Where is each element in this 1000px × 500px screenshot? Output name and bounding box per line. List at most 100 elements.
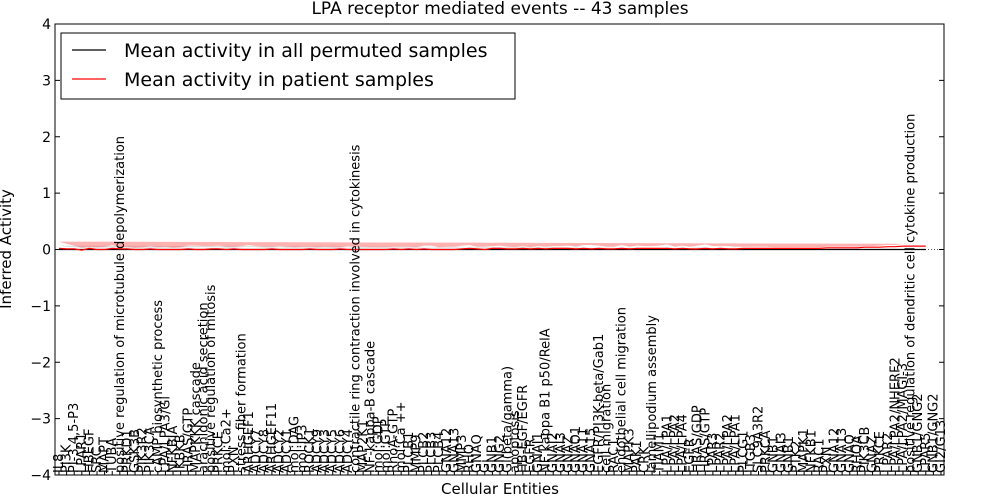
x-tick-label: GI2/G13 [934,420,949,473]
x-tick-label: mol:GDP [371,416,386,473]
x-tick-label: HRAS/GTP [181,408,196,473]
x-tick-label: GNAI3 [774,432,789,473]
x-tick-label: ADCY2 [273,429,288,473]
x-tick-label: LPA/LPA2/MAGI-3 [896,363,911,473]
x-tick-label: GNA12 [828,428,843,473]
x-tick-label: positive regulation of mitosis [204,284,219,473]
x-tick-label: ARHGEF11 [265,403,280,473]
x-tick-label: LPA/LPA4 [676,414,691,473]
x-tick-label: NFKB1 [805,430,820,473]
x-tick-label: EGFR/PI3K-beta/Gab1 [592,334,607,473]
x-tick-label: PRKCA [759,430,774,473]
x-tick-label: MAPT [98,437,113,473]
legend-label-patient: Mean activity in patient samples [124,69,434,91]
x-tick-label: PLCG1 [736,430,751,473]
x-tick-label: HRAS/GTP [698,408,713,473]
x-tick-label: PIK3CB [858,427,873,473]
x-tick-label: LPA/LPA2 [668,414,683,473]
x-tick-label: PI3K [60,444,75,473]
x-tick-label: stress fiber formation [235,333,250,473]
x-tick-label: GNA11 [577,428,592,473]
series-line-patient [58,245,926,251]
x-tick-label: positive regulation of dendritic cell cy… [904,114,919,473]
x-tick-label: ITGB3 [744,434,759,473]
x-tick-label: ARHGEF1 [242,411,257,473]
x-tick-label: LPAR1 [75,433,90,473]
x-tick-label: mol:Ca2+ [219,408,234,473]
x-tick-label: GNA15 [584,428,599,473]
x-tick-label: GNAI1 [531,432,546,473]
x-tick-label: PLCB2 [417,432,432,473]
y-tick-label: 2 [42,130,51,146]
x-tick-label: GNAI3 [554,432,569,473]
x-tick-label: GNG2 [493,435,508,473]
x-tick-label: GNAQ [843,434,858,473]
x-tick-label: GNAZ [561,435,576,473]
x-tick-label: arachidonic acid secretion [197,302,212,473]
x-tick-label: LPA/LPA2/NHERF2 [888,357,903,473]
x-tick-label: MAPK3 [622,428,637,473]
x-tick-label: TUBA [105,438,120,474]
x-tick-label: GNB1/GNG2 [911,393,926,473]
x-tick-label: PLCB1 [402,432,417,473]
x-tick-label: ADCY7 [250,429,265,473]
x-tick-label: PRKCE [873,431,888,473]
x-tick-label: cAMP biosynthetic process [151,300,166,473]
x-tick-label: RAC1 [607,438,622,473]
x-tick-label: PRKCE [212,431,227,473]
x-tick-label: Gi [478,459,493,473]
x-tick-label: PRKD1 [120,429,135,473]
legend-box [60,32,516,100]
x-tick-label: ADCY6 [333,429,348,473]
x-tick-label: LPA/LPA1 [729,414,744,473]
x-tick-label: mol:DAG [288,416,303,473]
x-tick-label: ADCY3 [318,429,333,473]
x-tick-label: RAC1 [812,438,827,473]
x-tick-label: Gi(beta/gamma) [501,366,516,473]
x-tick-label: SRC [90,447,105,473]
x-tick-label: GNB1/GNG2 [926,393,941,473]
x-tick-label: lamellipodium assembly [645,315,660,473]
x-tick-label: PI-3,4,5-P3 [67,403,82,473]
x-tick-label: PXN [227,447,242,473]
y-axis-label: Inferred Activity [0,189,15,309]
x-tick-label: IL8 [52,454,67,473]
x-tick-label: mol:IP3 [295,424,310,473]
x-tick-label: MMP3 [455,434,470,473]
x-tick-label: endothelial cell migration [615,307,630,473]
x-tick-label: positive regulation of microtubule depol… [113,136,128,473]
x-tick-label: GNB1 [782,436,797,473]
x-tick-label: mol:GTP [379,419,394,473]
x-tick-label: ROCK1 [303,428,318,473]
x-tick-label: GNA12 [440,428,455,473]
x-axis: IL8PI3KPI-3,4,5-P3LPAR1HBEGFSRCMAPTTUBAp… [52,114,949,475]
x-tick-label: GNAQ [470,434,485,473]
x-tick-label: EGFR [523,438,538,473]
x-tick-label: ADCY9 [311,429,326,473]
legend: Mean activity in all permuted samples Me… [60,32,516,100]
x-tick-label: MAPK1 [797,428,812,473]
x-tick-label: HB-EGF/EGFR [516,385,531,473]
x-tick-label: PLCB3 [425,432,440,473]
x-tick-label: PIK3R2 [136,427,151,473]
y-tick-label: 3 [42,73,51,89]
x-tick-label: SLC9A3R2 [752,406,767,473]
y-tick-label: 0 [42,243,51,259]
x-tick-label: PTK2 [790,440,805,473]
x-tick-label: NFKBIA [166,426,181,473]
x-tick-label: apoptosis [508,410,523,473]
x-tick-label: NF kappa B1 p50/RelA [539,328,554,473]
y-tick-label: −4 [30,468,51,484]
x-tick-label: LPA/LPA1 [660,414,675,473]
x-tick-label: GSK3B [128,429,143,473]
x-tick-label: CRK [638,446,653,473]
x-tick-label: contractile ring contraction involved in… [349,144,364,473]
chart-title: LPA receptor mediated events -- 43 sampl… [311,0,688,19]
x-tick-label: GNAI2 [546,432,561,473]
x-tick-label: LPA/LPA3/Gi [158,396,173,473]
x-tick-label: PLCB4 [432,432,447,473]
x-tick-label: GNAO1 [569,426,584,473]
x-tick-label: PAK1 [630,440,645,473]
x-tick-label: HBEGF [82,429,97,473]
